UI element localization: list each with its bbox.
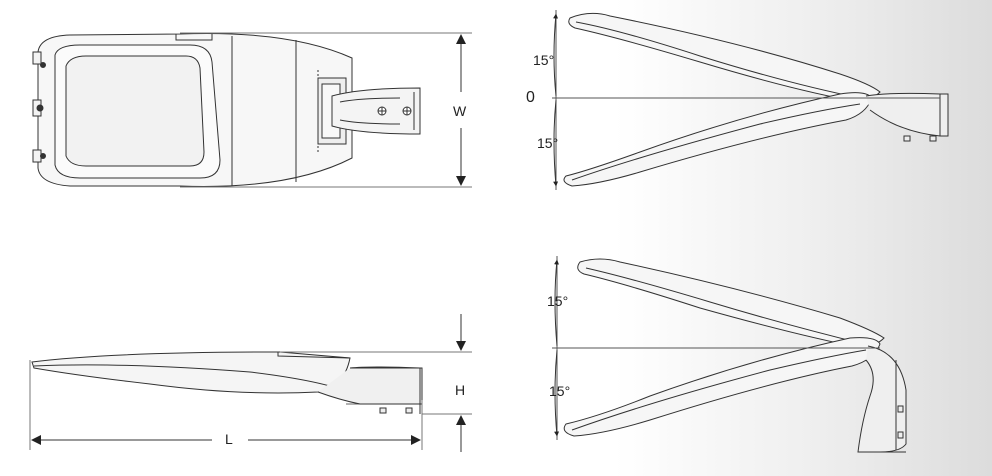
tilt-view-bottom (552, 256, 907, 453)
tilt-view-top (552, 10, 949, 190)
length-dimension (29, 360, 423, 450)
left-edge-tabs (32, 51, 46, 163)
height-label: H (455, 382, 466, 398)
length-label: L (225, 431, 233, 447)
height-dimension (280, 314, 472, 452)
angle-label-bottom-upper: 15° (547, 293, 569, 309)
angle-label-top-upper: 15° (533, 52, 555, 68)
angle-label-top-lower: 15° (537, 135, 559, 151)
width-label: W (453, 103, 467, 119)
top-view (32, 33, 421, 187)
zero-label: 0 (526, 89, 535, 106)
side-view (31, 351, 423, 414)
width-dimension (180, 32, 472, 188)
angle-label-bottom-lower: 15° (549, 383, 571, 399)
